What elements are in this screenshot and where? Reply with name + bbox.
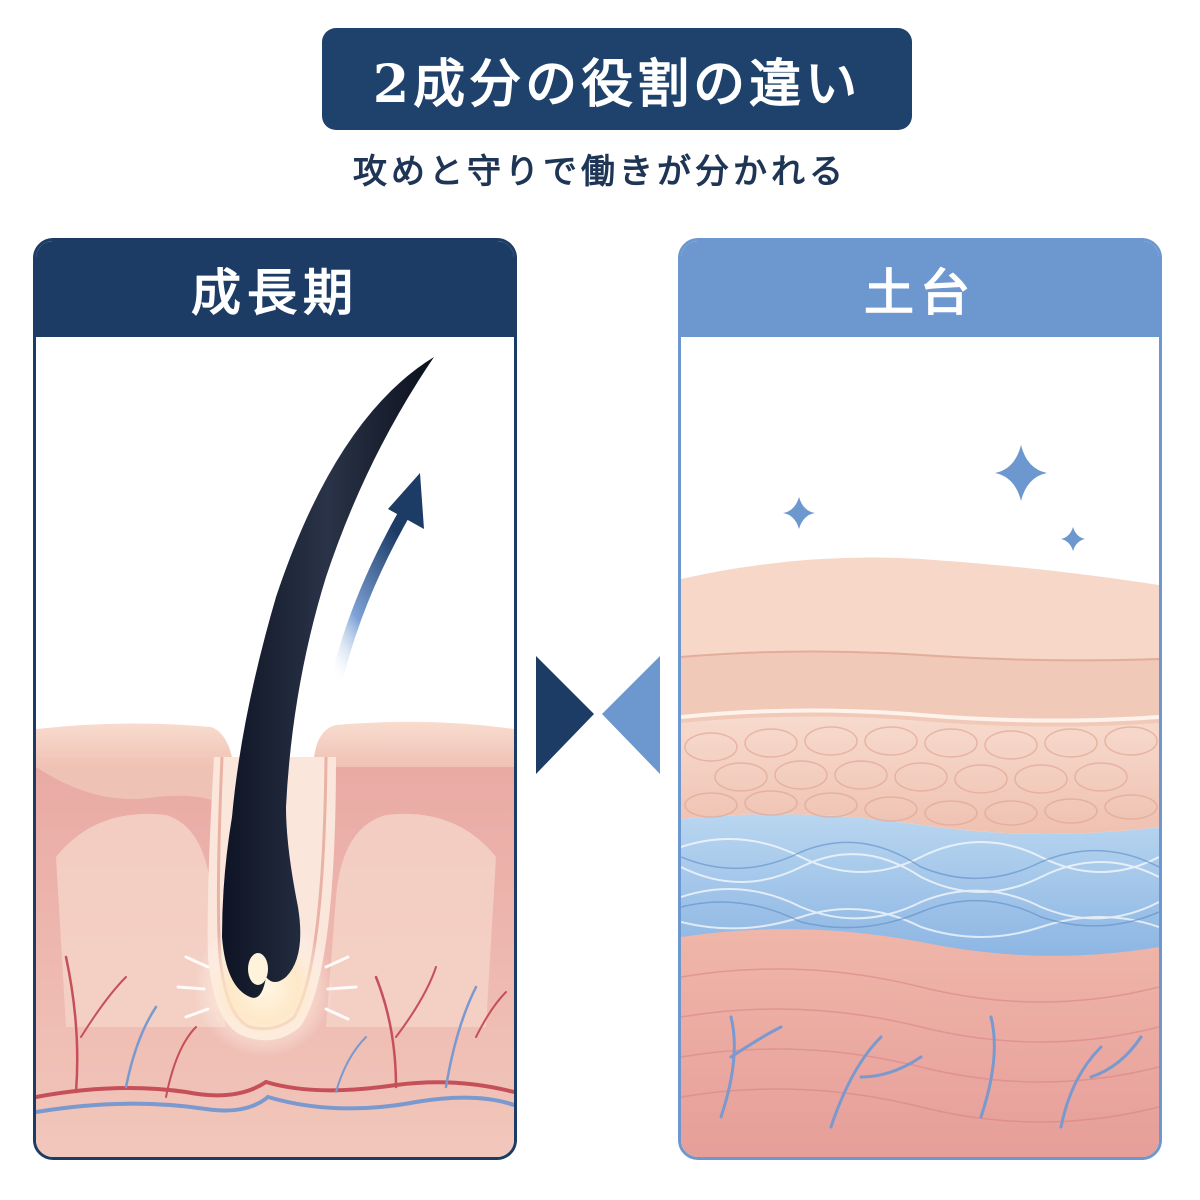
right-triangle-icon [602, 656, 660, 774]
growth-panel: 成長期 [33, 238, 517, 1160]
skin-layers-illustration [681, 445, 1159, 1157]
foundation-panel: 土台 [678, 238, 1162, 1160]
foundation-panel-header: 土台 [681, 241, 1159, 337]
page-subtitle: 攻めと守りで働きが分かれる [353, 152, 847, 192]
foundation-panel-title: 土台 [864, 263, 976, 322]
page-title: 2成分の役割の違い [372, 53, 862, 115]
sparkle-icon [783, 445, 1085, 551]
left-triangle-icon [536, 656, 594, 774]
growth-panel-header: 成長期 [36, 241, 514, 337]
title-banner: 2成分の役割の違い [322, 28, 912, 130]
hair-follicle-illustration [36, 357, 514, 1157]
comparison-arrows [536, 656, 660, 774]
growth-panel-title: 成長期 [191, 263, 359, 322]
